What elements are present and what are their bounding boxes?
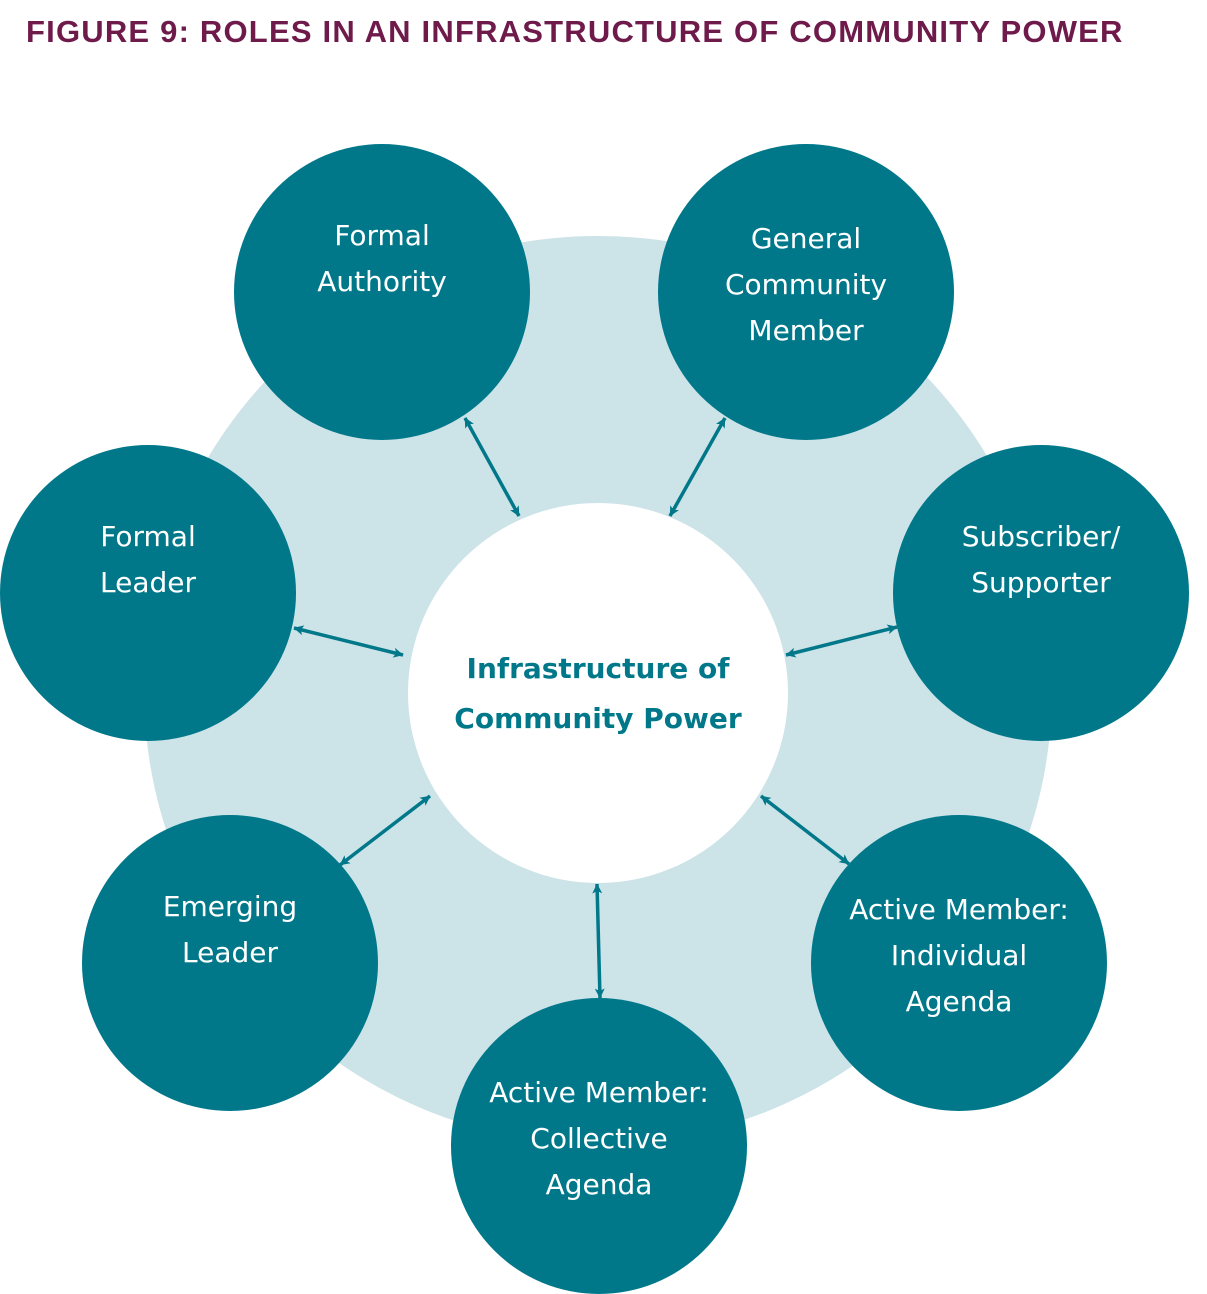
role-label-line: Authority bbox=[317, 265, 447, 298]
bidirectional-arrow-active-member-collective-agenda bbox=[592, 883, 605, 999]
role-label-line: General bbox=[751, 222, 861, 255]
role-label-line: Emerging bbox=[163, 890, 297, 923]
bidirectional-arrow-formal-authority bbox=[463, 417, 521, 517]
bidirectional-arrow-subscriber-supporter bbox=[785, 624, 898, 658]
figure-title: FIGURE 9: ROLES IN AN INFRASTRUCTURE OF … bbox=[26, 14, 1124, 49]
role-label-line: Community bbox=[725, 268, 887, 301]
center-node: Infrastructure of Community Power bbox=[408, 503, 788, 883]
role-label-line: Active Member: bbox=[489, 1076, 709, 1109]
role-label-line: Formal bbox=[100, 520, 195, 553]
role-label-line: Formal bbox=[334, 219, 429, 252]
role-label-line: Agenda bbox=[906, 985, 1013, 1018]
center-label-line: Infrastructure of bbox=[467, 652, 731, 685]
role-circle bbox=[658, 144, 954, 440]
role-node-subscriber-supporter: Subscriber/Supporter bbox=[893, 445, 1189, 741]
role-circle bbox=[234, 144, 530, 440]
role-label-line: Individual bbox=[891, 939, 1027, 972]
bidirectional-arrow-emerging-leader bbox=[338, 794, 432, 867]
role-circle bbox=[811, 815, 1107, 1111]
center-label-line: Community Power bbox=[454, 702, 742, 735]
role-label-line: Agenda bbox=[546, 1168, 653, 1201]
edges-layer bbox=[293, 417, 898, 999]
bidirectional-arrow-general-community-member bbox=[668, 417, 727, 517]
role-circle bbox=[0, 445, 296, 741]
role-label-line: Leader bbox=[100, 566, 196, 599]
role-label-line: Subscriber/ bbox=[962, 520, 1121, 553]
center-circle bbox=[408, 503, 788, 883]
role-label-line: Leader bbox=[182, 936, 278, 969]
role-label-line: Supporter bbox=[971, 566, 1111, 599]
bidirectional-arrow-formal-leader bbox=[293, 625, 404, 658]
role-circle bbox=[893, 445, 1189, 741]
role-circle bbox=[82, 815, 378, 1111]
role-label-line: Active Member: bbox=[849, 893, 1069, 926]
role-label-line: Member bbox=[748, 314, 864, 347]
center-label: Infrastructure of Community Power bbox=[454, 652, 742, 735]
role-label-line: Collective bbox=[530, 1122, 667, 1155]
bidirectional-arrow-active-member-individual-agenda bbox=[759, 794, 851, 866]
role-circle bbox=[451, 998, 747, 1294]
role-label: Subscriber/Supporter bbox=[962, 520, 1121, 599]
